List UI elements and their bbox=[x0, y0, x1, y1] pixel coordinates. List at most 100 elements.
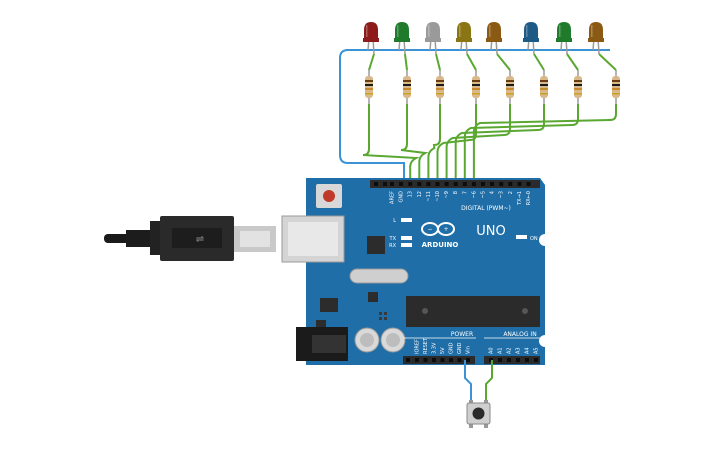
analog-pin-hole[interactable] bbox=[507, 358, 511, 362]
led-green[interactable] bbox=[556, 22, 572, 55]
analog-pin-label: A3 bbox=[516, 347, 522, 354]
led-blue[interactable] bbox=[523, 22, 539, 55]
led-resistor-wire[interactable] bbox=[566, 53, 579, 71]
digital-pin-label: 13 bbox=[408, 191, 414, 197]
board-indicator-leds: L TX RX ON bbox=[389, 218, 538, 249]
resistor[interactable] bbox=[436, 70, 444, 104]
led-resistor-wire[interactable] bbox=[404, 53, 408, 71]
digital-pin-hole[interactable] bbox=[417, 182, 422, 186]
led-orange[interactable] bbox=[486, 22, 502, 55]
arduino-logo: − + ARDUINO bbox=[421, 222, 458, 249]
led-row bbox=[363, 22, 604, 55]
digital-pin-label: ~5 bbox=[481, 191, 487, 198]
led-green[interactable] bbox=[394, 22, 410, 55]
pin-signal-wire[interactable] bbox=[400, 104, 429, 184]
analog-pin-hole[interactable] bbox=[534, 358, 538, 362]
power-pin-label: GND bbox=[449, 342, 455, 354]
ground-wire[interactable] bbox=[339, 49, 610, 186]
led-resistor-wire[interactable] bbox=[466, 53, 477, 71]
usb-symbol-icon: ⇌ bbox=[196, 234, 204, 245]
digital-pin-label: ~9 bbox=[444, 191, 450, 198]
digital-pin-hole[interactable] bbox=[471, 182, 476, 186]
digital-pin-hole[interactable] bbox=[399, 182, 404, 186]
digital-pin-hole[interactable] bbox=[481, 182, 485, 186]
button-power-wire[interactable] bbox=[464, 360, 472, 402]
digital-pin-label: ~6 bbox=[471, 191, 477, 198]
led-resistor-wire[interactable] bbox=[435, 53, 441, 71]
usb-cable[interactable]: ⇌ bbox=[104, 216, 276, 261]
analog-pin-label: A4 bbox=[525, 347, 531, 354]
resistor[interactable] bbox=[506, 70, 514, 104]
power-pin-hole[interactable] bbox=[449, 358, 453, 362]
power-pin-label: Vin bbox=[466, 346, 472, 354]
power-pin-hole[interactable] bbox=[440, 358, 445, 362]
pin-signal-wire[interactable] bbox=[472, 104, 617, 184]
crystal-oscillator bbox=[349, 268, 409, 284]
digital-pin-hole[interactable] bbox=[526, 182, 531, 186]
power-pin-hole[interactable] bbox=[415, 358, 419, 362]
power-pin-hole[interactable] bbox=[432, 358, 436, 362]
led-yellow[interactable] bbox=[456, 22, 472, 55]
svg-text:+: + bbox=[443, 226, 448, 233]
on-indicator-label: ON bbox=[530, 236, 538, 242]
pin-signal-wire[interactable] bbox=[454, 104, 545, 184]
digital-pin-hole[interactable] bbox=[453, 182, 458, 186]
digital-pin-label: 7 bbox=[462, 191, 468, 194]
resistor[interactable] bbox=[403, 70, 411, 104]
power-pin-hole[interactable] bbox=[466, 358, 470, 362]
analog-pin-label: A0 bbox=[489, 347, 495, 354]
analog-header-label: ANALOG IN bbox=[503, 331, 536, 338]
pushbutton[interactable] bbox=[466, 400, 491, 428]
digital-pin-hole[interactable] bbox=[435, 182, 440, 186]
led-resistor-wire[interactable] bbox=[533, 53, 545, 71]
pin-signal-wire[interactable] bbox=[463, 104, 579, 184]
power-pin-label: GND bbox=[457, 342, 463, 354]
power-pin-label: RESET bbox=[423, 337, 429, 354]
led-resistor-wire[interactable] bbox=[368, 53, 375, 71]
digital-pin-hole[interactable] bbox=[462, 182, 467, 186]
led-label-rx: RX bbox=[389, 243, 396, 249]
digital-pin-hole[interactable] bbox=[444, 182, 449, 186]
digital-pin-hole[interactable] bbox=[490, 182, 495, 186]
digital-pin-hole[interactable] bbox=[408, 182, 413, 186]
led-resistor-wire[interactable] bbox=[496, 53, 511, 71]
pin-signal-wire[interactable] bbox=[436, 104, 477, 184]
digital-pin-hole[interactable] bbox=[426, 182, 431, 186]
power-pin-hole[interactable] bbox=[423, 358, 428, 362]
digital-pin-label: ~3 bbox=[499, 191, 505, 198]
analog-header bbox=[484, 356, 540, 364]
analog-pin-hole[interactable] bbox=[516, 358, 520, 362]
digital-header-label: DIGITAL (PWM~) bbox=[461, 205, 511, 212]
led-white[interactable] bbox=[425, 22, 441, 55]
microcontroller-chip bbox=[406, 296, 540, 327]
resistor[interactable] bbox=[540, 70, 548, 104]
digital-pin-hole[interactable] bbox=[390, 182, 394, 186]
digital-pin-label: 8 bbox=[453, 191, 459, 194]
digital-pin-hole[interactable] bbox=[499, 182, 504, 186]
button-signal-wire[interactable] bbox=[485, 360, 493, 402]
resistor[interactable] bbox=[612, 70, 620, 104]
resistor[interactable] bbox=[365, 70, 373, 104]
analog-pin-hole[interactable] bbox=[498, 358, 502, 362]
digital-pin-label: TX→1 bbox=[517, 191, 523, 206]
digital-pin-hole[interactable] bbox=[508, 182, 513, 186]
analog-pin-hole[interactable] bbox=[525, 358, 529, 362]
digital-pin-label: RX←0 bbox=[526, 191, 532, 205]
led-red[interactable] bbox=[363, 22, 379, 55]
power-pin-hole[interactable] bbox=[457, 358, 462, 362]
power-pin-label: IOREF bbox=[415, 339, 421, 354]
power-header-label: POWER bbox=[451, 331, 473, 338]
digital-pin-label: 12 bbox=[417, 191, 423, 197]
led-orange[interactable] bbox=[588, 22, 604, 55]
resistor[interactable] bbox=[574, 70, 582, 104]
resistor-row bbox=[365, 70, 620, 104]
pin-signal-wire[interactable] bbox=[427, 104, 441, 184]
led-resistor-wire[interactable] bbox=[598, 53, 617, 71]
resistor[interactable] bbox=[472, 70, 480, 104]
digital-pin-hole[interactable] bbox=[517, 182, 522, 186]
pin-signal-wire[interactable] bbox=[362, 104, 421, 184]
power-pin-label: 5V bbox=[440, 347, 446, 354]
capacitors bbox=[354, 327, 406, 353]
